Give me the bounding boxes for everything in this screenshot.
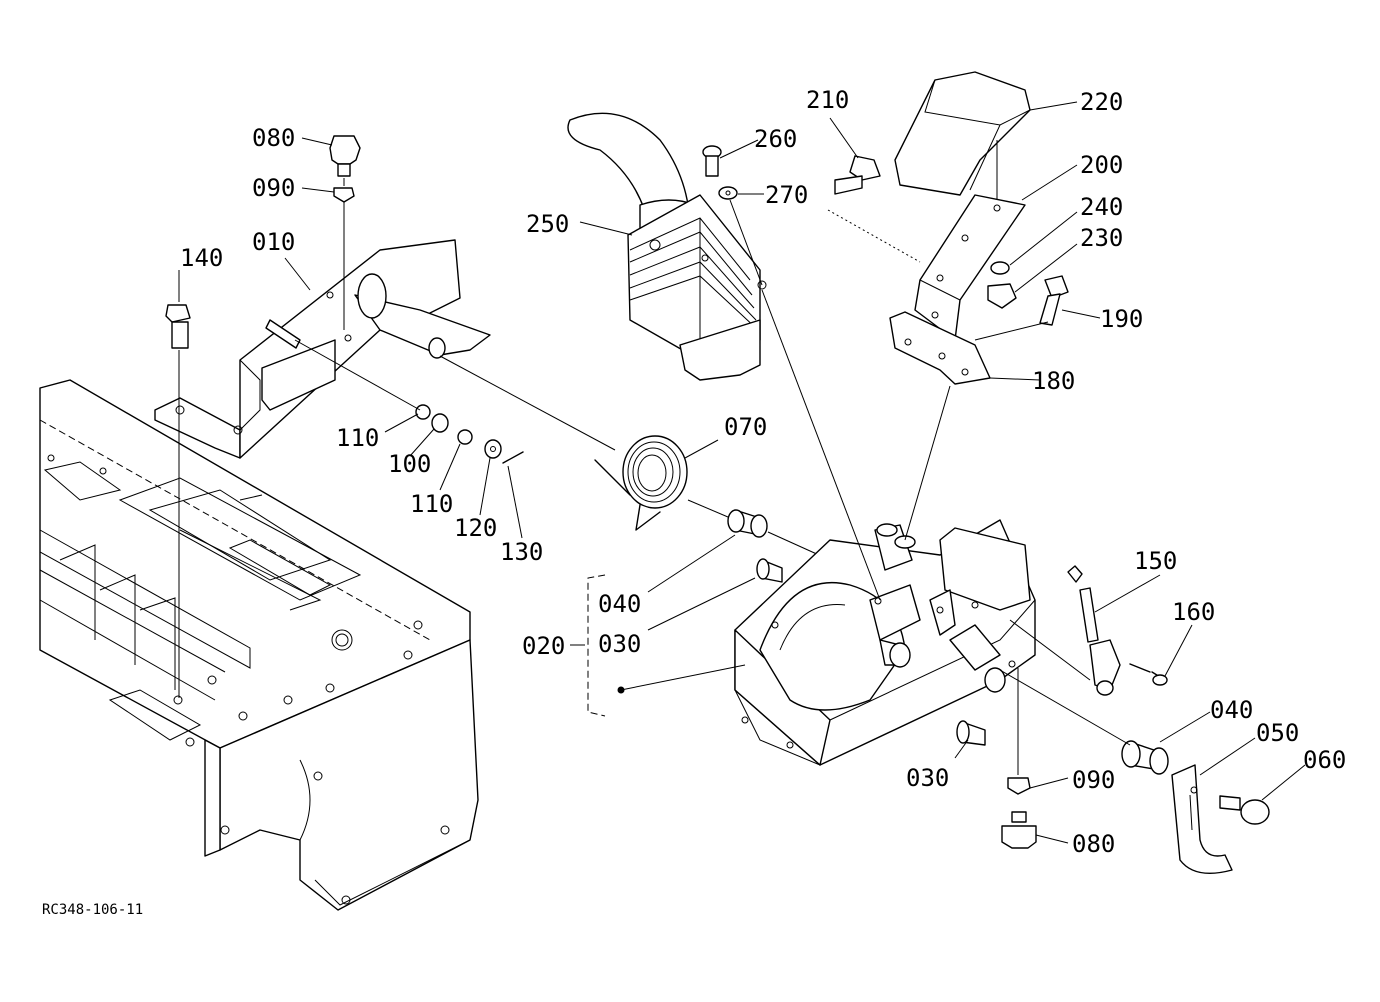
label-090-top: 090 [252,174,296,202]
bushing-110-a [415,404,431,420]
nut-090-lower [1007,777,1031,795]
label-160: 160 [1172,598,1216,626]
label-110-b: 110 [410,490,454,518]
label-220: 220 [1080,88,1124,116]
nut-090-top [333,187,355,203]
bolt-260 [702,145,722,177]
bushing-110-b [457,429,473,445]
spring-070 [594,435,688,531]
grip-220 [894,71,1031,196]
rod-150 [1067,565,1121,696]
knob-080-lower [1001,811,1037,849]
label-080-top: 080 [252,124,296,152]
label-030-upper: 030 [598,630,642,658]
screw-160 [1129,663,1168,686]
bolt-140 [165,304,191,349]
label-110-a: 110 [336,424,380,452]
pin-130 [502,451,524,464]
knob-080-top [329,135,361,177]
label-200: 200 [1080,151,1124,179]
label-100: 100 [388,450,432,478]
bolt-060 [1219,795,1270,825]
washer-270 [718,186,738,200]
joystick-250 [567,112,767,381]
label-180: 180 [1032,367,1076,395]
label-140: 140 [180,244,224,272]
plate-050 [1171,764,1233,874]
bracket-010 [154,239,491,459]
washer-240 [990,261,1010,275]
bolt-210 [834,155,881,195]
label-010: 010 [252,228,296,256]
label-260: 260 [754,125,798,153]
label-050: 050 [1256,719,1300,747]
washer-120 [484,439,502,459]
label-150: 150 [1134,547,1178,575]
collar-100 [431,413,449,433]
label-230: 230 [1080,224,1124,252]
label-040-lower: 040 [1210,696,1254,724]
label-210: 210 [806,86,850,114]
drawing-id: RC348-106-11 [42,902,144,918]
label-070: 070 [724,413,768,441]
label-090-lower: 090 [1072,766,1116,794]
bracket-180 [889,311,991,385]
group-bracket-020 [587,574,746,717]
label-040-upper: 040 [598,590,642,618]
lever-bracket-020 [734,519,1036,766]
bushing-040-lower [1121,740,1169,775]
label-080-lower: 080 [1072,830,1116,858]
nut-230 [987,283,1017,309]
label-020: 020 [522,632,566,660]
bushing-040-upper [727,509,768,538]
label-270: 270 [765,181,809,209]
label-120: 120 [454,514,498,542]
floor-frame [39,379,479,911]
label-030-lower: 030 [906,764,950,792]
label-190: 190 [1100,305,1144,333]
bushing-030-upper [756,558,783,583]
bolt-190 [1039,275,1069,326]
leader-lines [178,101,1306,844]
label-130: 130 [500,538,544,566]
bushing-030-lower [956,720,986,746]
label-250: 250 [526,210,570,238]
label-060: 060 [1303,746,1347,774]
label-240: 240 [1080,193,1124,221]
